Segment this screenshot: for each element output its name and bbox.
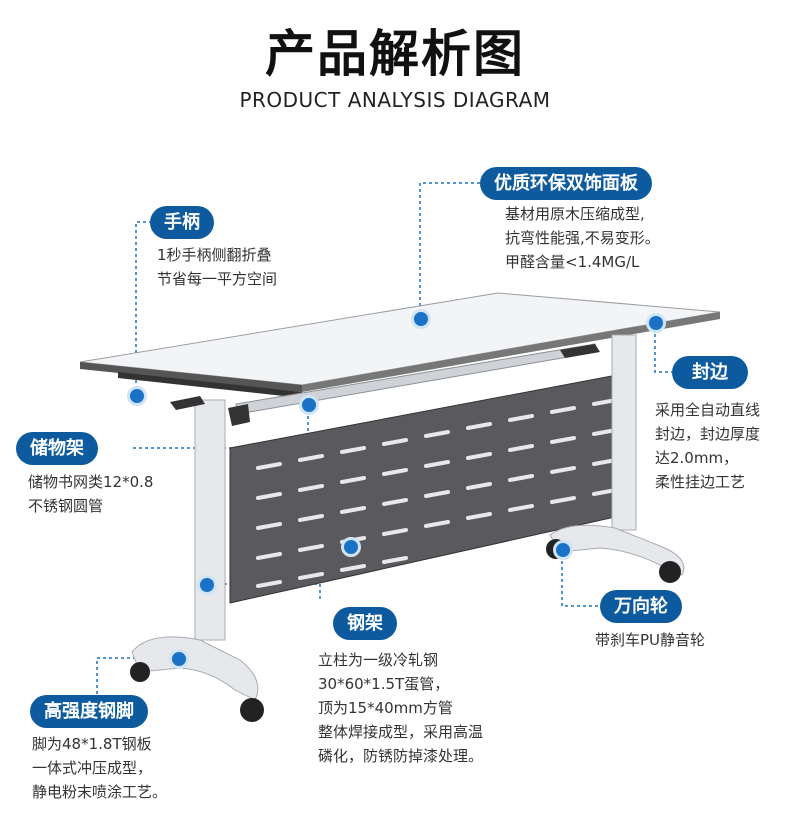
desc-line: 静电粉末喷涂工艺。	[32, 783, 168, 801]
desc-line: 基材用原木压缩成型,	[505, 205, 645, 223]
desc-line: 储物书网类12*0.8	[28, 473, 154, 491]
left-caster-back	[240, 698, 264, 722]
desc-line: 立柱为一级冷轧钢	[318, 651, 439, 669]
desc-line: 达2.0mm，	[655, 449, 739, 467]
desc-line: 脚为48*1.8T钢板	[32, 735, 152, 753]
marker-panel-board	[411, 309, 431, 329]
desc-line: 采用全自动直线	[655, 401, 761, 419]
modesty-panel	[229, 371, 634, 604]
callout-panel-board-label: 优质环保双饰面板	[480, 167, 652, 200]
panel-slots	[256, 398, 618, 588]
desc-line: 整体焊接成型，采用高温	[318, 723, 484, 741]
callout-steel-frame-label: 钢架	[333, 607, 397, 640]
leader-panel-board	[419, 182, 480, 318]
desc-line: 封边，封边厚度	[655, 425, 761, 443]
desc-line: 一体式冲压成型，	[32, 759, 153, 777]
desc-line: 节省每一平方空间	[157, 270, 278, 288]
desc-line: 甲醛含量<1.4MG/L	[505, 253, 640, 271]
callout-handle-desc: 1秒手柄侧翻折叠 节省每一平方空间	[157, 243, 277, 291]
leader-edge	[654, 322, 672, 373]
callout-storage-label: 储物架	[16, 432, 98, 465]
right-caster-back	[659, 561, 681, 583]
marker-edge	[646, 313, 666, 333]
callout-edge-label: 封边	[672, 356, 748, 389]
callout-steel-foot-label: 高强度钢脚	[30, 695, 148, 728]
leader-caster	[561, 549, 600, 607]
leader-handle	[135, 221, 150, 395]
left-leg	[130, 399, 264, 722]
desc-line: 1秒手柄侧翻折叠	[157, 246, 272, 264]
callout-caster-desc: 带刹车PU静音轮	[595, 628, 705, 652]
handles	[170, 344, 600, 426]
page-title: 产品解析图	[265, 25, 525, 83]
desc-line: 柔性挂边工艺	[655, 473, 746, 491]
desc-line: 磷化，防锈防掉漆处理。	[318, 747, 484, 765]
marker-steel-frame	[197, 575, 217, 595]
marker-caster	[553, 540, 573, 560]
callout-caster-label: 万向轮	[600, 590, 682, 623]
page-subtitle: PRODUCT ANALYSIS DIAGRAM	[239, 88, 551, 112]
callout-steel-foot-desc: 脚为48*1.8T钢板 一体式冲压成型， 静电粉末喷涂工艺。	[32, 732, 167, 804]
desc-line: 抗弯性能强,不易变形。	[505, 229, 660, 247]
marker-handle	[127, 386, 147, 406]
marker-steel-foot	[169, 649, 189, 669]
desc-line: 30*60*1.5T蛋管，	[318, 675, 450, 693]
left-caster-front	[130, 662, 150, 682]
marker-panel-center	[341, 537, 361, 557]
desc-line: 顶为15*40mm方管	[318, 699, 453, 717]
marker-storage	[299, 395, 319, 415]
desc-line: 不锈钢圆管	[28, 497, 104, 515]
callout-storage-desc: 储物书网类12*0.8 不锈钢圆管	[28, 470, 153, 518]
callout-edge-desc: 采用全自动直线 封边，封边厚度 达2.0mm， 柔性挂边工艺	[655, 398, 760, 494]
table-top	[79, 292, 721, 398]
callout-steel-frame-desc: 立柱为一级冷轧钢 30*60*1.5T蛋管， 顶为15*40mm方管 整体焊接成…	[318, 648, 483, 768]
callout-panel-board-desc: 基材用原木压缩成型, 抗弯性能强,不易变形。 甲醛含量<1.4MG/L	[505, 202, 660, 274]
desc-line: 带刹车PU静音轮	[595, 631, 706, 649]
callout-handle-label: 手柄	[150, 206, 214, 239]
